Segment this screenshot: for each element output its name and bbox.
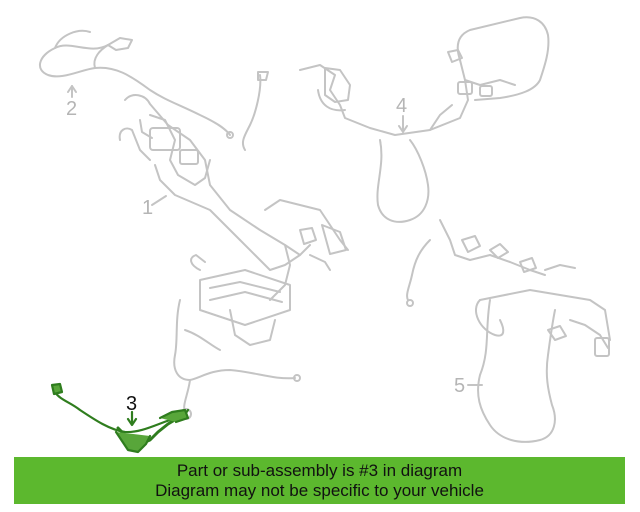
harness-2 <box>39 29 234 139</box>
notice-banner: Part or sub-assembly is #3 in diagram Di… <box>14 457 625 504</box>
callout-5: 5 <box>454 375 465 397</box>
callout-2: 2 <box>66 98 77 120</box>
callout-1: 1 <box>142 197 153 219</box>
harness-3-highlighted <box>50 382 190 454</box>
callout-3: 3 <box>126 393 137 415</box>
wiring-diagram: 1 2 3 4 5 <box>39 16 611 454</box>
callout-4: 4 <box>396 95 407 117</box>
banner-line-1: Part or sub-assembly is #3 in diagram <box>176 461 463 480</box>
banner-line-2: Diagram may not be specific to your vehi… <box>155 481 484 500</box>
callouts: 1 2 3 4 5 <box>66 95 465 415</box>
harness-1 <box>118 94 349 420</box>
harness-4 <box>241 16 550 223</box>
harness-5 <box>406 219 611 443</box>
